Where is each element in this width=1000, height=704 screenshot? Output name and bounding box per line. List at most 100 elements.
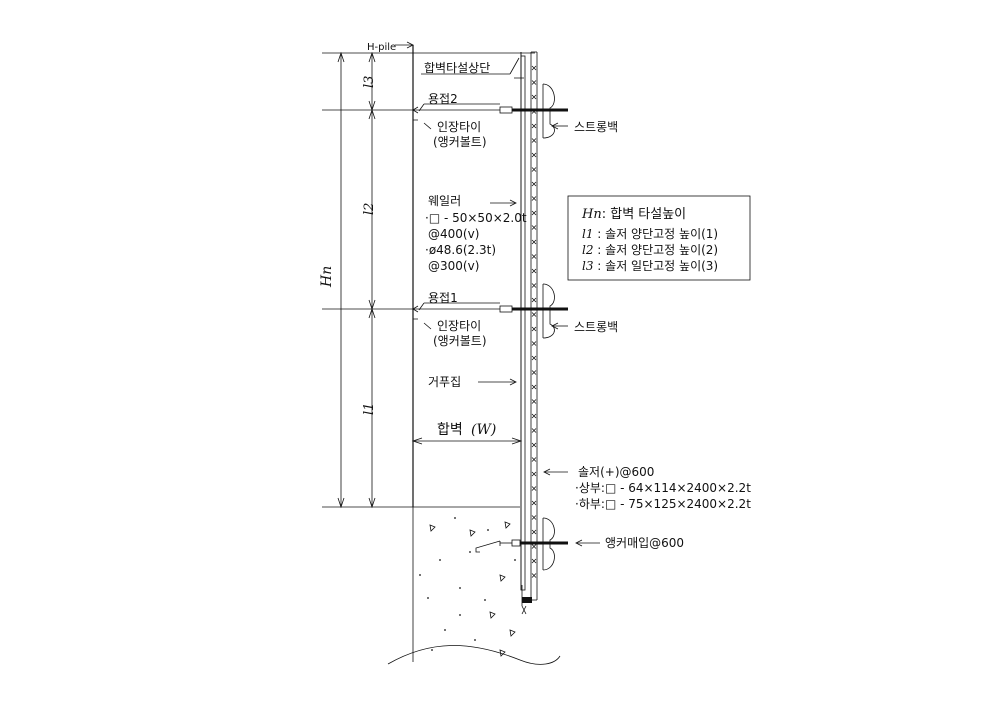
waler-mark [531,254,537,259]
concrete-aggregate [444,629,446,631]
label-tie-2-line1: 인장타이 [437,120,481,134]
formwork-panel [520,55,526,591]
waler-mark [531,312,537,317]
label-weld-2: 용접2 [428,92,458,106]
dimension-w [411,437,523,445]
waler-mark [531,326,537,332]
label-soldier-lower: ·하부:□ - 75×125×2400×2.2t [575,497,751,511]
svg-text:Hn: 합벽 타설높이: Hn: 합벽 타설높이 [581,207,686,222]
concrete-aggregate [469,551,471,553]
label-weld-1: 용접1 [428,291,458,305]
anchor-embed [475,517,568,571]
label-anchor: 앵커매입@600 [605,536,684,550]
legend-hn-text: : 합벽 타설높이 [602,207,686,222]
concrete-aggregate [419,574,421,576]
concrete-aggregate [489,611,496,619]
strongback-plate-mid [542,283,555,339]
legend-hn-symbol: Hn [581,207,602,222]
dimension-l-segments [368,51,376,509]
concrete-aggregate [484,599,486,601]
waler-mark [531,196,537,201]
legend-l3-text: : 솔저 일단고정 높이(3) [593,259,718,273]
waler-mark [531,384,537,390]
waler-mark [531,544,537,549]
label-formwork: 거푸집 [428,375,461,389]
dim-label-l3: l3 [362,76,377,88]
concrete-aggregate [499,574,506,582]
waler-mark [531,283,537,288]
waler-mark [531,573,537,578]
waler-mark [531,268,537,274]
concrete-aggregate [439,559,441,561]
waler-mark [531,297,537,303]
waler-mark [531,399,537,404]
waler-mark [531,123,537,129]
tie-rod-1 [412,305,568,320]
concrete-aggregate [454,517,456,519]
waler-mark [531,210,537,216]
label-waler-spacing2: @300(v) [428,259,479,273]
waler-mark [531,529,537,535]
waler-mark [531,152,537,158]
legend-l1-symbol: l1 [582,227,593,241]
waler-mark [531,94,537,100]
label-strongback-mid: 스트롱백 [574,320,618,334]
legend-l2-text: : 솔저 양단고정 높이(2) [593,243,718,257]
dim-label-l1: l1 [362,403,377,415]
waler-mark [531,413,537,419]
concrete-aggregate [504,521,511,529]
bottom-foot [521,585,532,615]
label-pour-top: 합벽타설상단 [424,61,490,75]
label-tie-2-line2: (앵커볼트) [433,135,487,149]
label-waler-spec1: ·□ - 50×50×2.0t [425,211,527,225]
label-wall-symbol: (W) [471,422,496,438]
waler-mark [531,500,537,506]
concrete-aggregate [514,559,516,561]
label-h-pile: H-pile [367,42,396,53]
waler-mark [531,355,537,361]
label-waler: 웨일러 [428,194,461,208]
waler-mark [531,181,537,187]
concrete-aggregate [429,524,436,532]
waler-mark [531,341,537,346]
concrete-aggregate [469,529,476,537]
svg-text:l2 : 솔저 양단고정 높이(2): l2 : 솔저 양단고정 높이(2) [582,243,718,257]
waler-mark [531,471,537,477]
waler-mark [531,370,537,375]
concrete-aggregate [499,649,506,657]
waler-mark [531,486,537,491]
label-strongback-top: 스트롱백 [574,120,618,134]
waler-mark [531,80,537,85]
dim-label-l2: l2 [362,203,377,215]
label-waler-spec2: ·ø48.6(2.3t) [425,243,496,257]
waler-mark [531,225,537,230]
label-waler-spacing1: @400(v) [428,227,479,241]
label-tie-1-line1: 인장타이 [437,319,481,333]
waler-mark [531,239,537,245]
concrete-aggregate [427,597,429,599]
strongback-plate-top [542,83,555,139]
waler-mark [531,138,537,143]
foundation-concrete [387,507,561,665]
waler-mark [531,457,537,462]
legend-l2-symbol: l2 [582,243,593,257]
legend-l3-symbol: l3 [582,259,594,273]
concrete-aggregate [487,529,489,531]
svg-text:l3 : 솔저 일단고정 높이(3): l3 : 솔저 일단고정 높이(3) [582,259,718,273]
label-soldier-upper: ·상부:□ - 64×114×2400×2.2t [575,481,751,495]
waler-mark [531,167,537,172]
waler-mark [531,515,537,520]
tie-rod-2 [412,106,568,121]
legend-box: Hn: 합벽 타설높이 l1 : 솔저 양단고정 높이(1) l2 : 솔저 양… [567,195,751,281]
label-soldier: 솔저(+)@600 [578,465,654,479]
concrete-aggregate [509,629,516,637]
concrete-aggregate [459,614,461,616]
label-wall: 합벽 [437,422,463,438]
dimension-hn [337,51,345,509]
waler-cross-marks [531,65,537,578]
soldier-member [530,51,538,601]
top-bracket [514,52,524,80]
concrete-aggregate [474,639,476,641]
waler-mark [531,442,537,448]
